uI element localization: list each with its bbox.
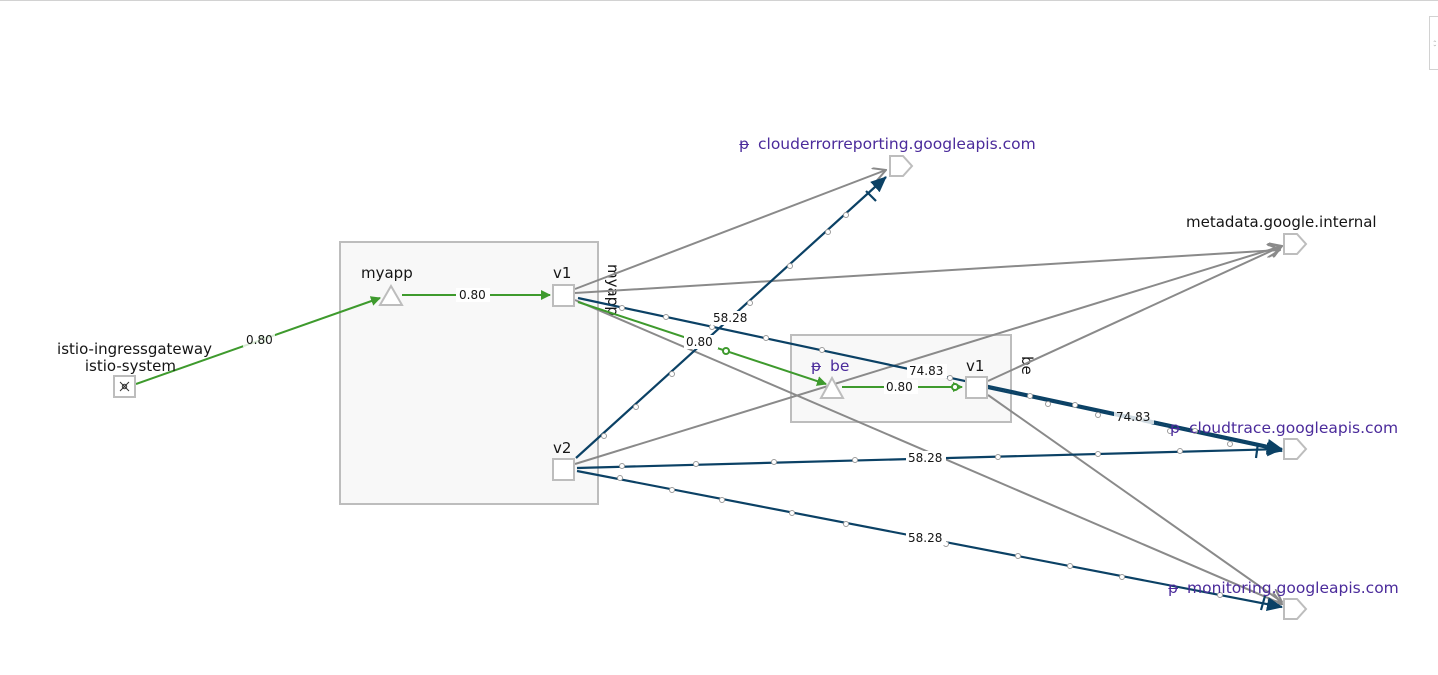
gateway-icon <box>119 381 130 392</box>
edge-bev1-monitoring <box>987 394 1282 602</box>
metadata-node[interactable]: metadata.google.internal <box>1186 213 1377 255</box>
monitoring-node[interactable]: ᵽ monitoring.googleapis.com <box>1168 579 1399 620</box>
edge-v2-metadata <box>574 246 1282 465</box>
edge-label-ingress-myapp: 0.80 <box>246 333 273 347</box>
be-app-label: be <box>830 357 849 375</box>
pentagon-node-icon <box>889 155 914 177</box>
top-border <box>0 0 1438 1</box>
edge-v1-clouderror <box>574 170 886 290</box>
be-app-node[interactable]: ᵽ be <box>811 357 849 399</box>
pentagon-node-icon <box>1283 438 1308 460</box>
cloudtrace-label: cloudtrace.googleapis.com <box>1189 419 1398 437</box>
branch-icon: ᵽ <box>739 135 749 153</box>
ingress-namespace-label: istio-system <box>85 357 176 375</box>
myapp-v1-label: v1 <box>553 264 571 282</box>
be-v1-label: v1 <box>966 357 984 375</box>
monitoring-label: monitoring.googleapis.com <box>1187 579 1399 597</box>
ingress-node[interactable]: istio-ingressgateway istio-system <box>57 340 212 398</box>
myapp-app-label: myapp <box>361 264 413 282</box>
pentagon-node-icon <box>1283 233 1308 255</box>
clouderror-node[interactable]: ᵽ clouderrorreporting.googleapis.com <box>739 135 1036 177</box>
branch-icon: ᵽ <box>811 357 821 375</box>
edge-label-v2-cloudtrace: 58.28 <box>908 451 942 465</box>
metadata-label: metadata.google.internal <box>1186 213 1377 231</box>
branch-icon: ᵽ <box>1170 419 1180 437</box>
myapp-v2-node[interactable]: v2 <box>552 439 575 481</box>
edge-label-v1-be: 0.80 <box>686 335 713 349</box>
edge-label-myapp-v1: 0.80 <box>459 288 486 302</box>
branch-icon: ᵽ <box>1168 579 1178 597</box>
edge-v1-metadata <box>574 250 1280 294</box>
pentagon-node-icon <box>1283 598 1308 620</box>
clouderror-label: clouderrorreporting.googleapis.com <box>758 135 1036 153</box>
edge-bev1-metadata <box>987 246 1282 382</box>
ingress-name-label: istio-ingressgateway <box>57 340 212 358</box>
edge-label-v2-clouderror: 58.28 <box>713 311 747 325</box>
side-panel-toggle[interactable]: ‹ › <box>1429 16 1438 70</box>
edge-label-v1-cloudtrace: 74.83 <box>1116 410 1150 424</box>
myapp-app-node[interactable]: myapp <box>361 264 413 306</box>
edge-label-v2-monitoring: 58.28 <box>908 531 942 545</box>
myapp-v2-label: v2 <box>553 439 571 457</box>
edge-label-bev1-cloudtrace: 74.83 <box>909 364 943 378</box>
cloudtrace-node[interactable]: ᵽ cloudtrace.googleapis.com <box>1170 419 1398 460</box>
be-v1-node[interactable]: v1 <box>965 357 988 399</box>
myapp-v1-node[interactable]: v1 <box>552 264 575 307</box>
edge-label-be-v1: 0.80 <box>886 380 913 394</box>
edge-labels: 0.80 0.80 0.80 0.80 58.28 74.83 74.83 58… <box>243 288 1154 545</box>
